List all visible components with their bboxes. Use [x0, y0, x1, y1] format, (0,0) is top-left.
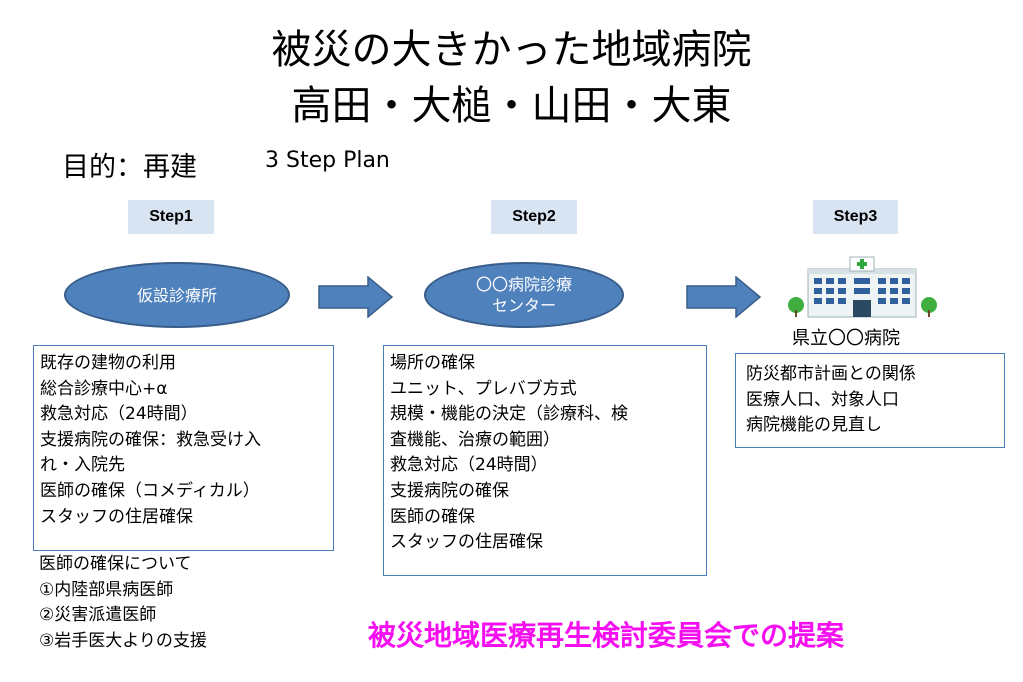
slide-title-line1: 被災の大きかった地域病院: [271, 27, 752, 73]
clinic-center-label-line1: 〇〇病院診療: [475, 275, 572, 294]
right-arrow-icon: [686, 276, 762, 318]
step2-details-box: 場所の確保 ユニット、プレバブ方式 規模・機能の決定（診療科、検 査機能、治療の…: [383, 345, 707, 576]
step1-detail-item: 支援病院の確保：救急受け入: [40, 429, 261, 450]
doctor-notes-item: ②災害派遣医師: [39, 605, 157, 626]
step1-detail-item: 医師の確保（コメディカル）: [40, 480, 260, 501]
clinic-center-ellipse: 〇〇病院診療 センター: [424, 262, 624, 328]
step1-detail-item: れ・入院先: [40, 455, 125, 476]
step2-detail-item: ユニット、プレバブ方式: [390, 378, 577, 399]
prefectural-hospital-label: 県立〇〇病院: [792, 328, 900, 349]
clinic-center-label-line2: センター: [491, 296, 556, 315]
step2-detail-item: 救急対応（24時間）: [390, 455, 548, 476]
doctor-notes-item: ①内陸部県病医師: [39, 579, 174, 600]
step1-detail-item: 既存の建物の利用: [40, 353, 176, 373]
step1-details-box: 既存の建物の利用 総合診療中心+α 救急対応（24時間） 支援病院の確保：救急受…: [33, 345, 334, 551]
temporary-clinic-ellipse: 仮設診療所: [64, 262, 290, 328]
purpose-text: 目的：再建: [62, 152, 197, 183]
step2-detail-item: スタッフの住居確保: [390, 532, 543, 553]
slide-title-line2: 高田・大槌・山田・大東: [291, 83, 732, 129]
step1-detail-item: 総合診療中心+α: [40, 378, 168, 399]
step2-detail-item: 規模・機能の決定（診療科、検: [390, 404, 628, 425]
doctor-notes-item: ③岩手医大よりの支援: [39, 630, 207, 651]
plan-text: 3 Step Plan: [265, 148, 390, 173]
step3-detail-item: 病院機能の見直し: [746, 415, 882, 436]
step1-detail-item: スタッフの住居確保: [40, 506, 193, 527]
step2-detail-item: 医師の確保: [390, 506, 475, 527]
doctor-notes: 医師の確保について ①内陸部県病医師 ②災害派遣医師 ③岩手医大よりの支援: [39, 552, 207, 654]
step2-detail-item: 支援病院の確保: [390, 480, 509, 501]
step2-detail-item: 査機能、治療の範囲）: [390, 429, 560, 450]
step2-label: Step2: [491, 200, 577, 234]
hospital-building-icon: [788, 256, 937, 318]
committee-proposal-text: 被災地域医療再生検討委員会での提案: [368, 619, 845, 652]
step3-detail-item: 医療人口、対象人口: [746, 389, 899, 410]
step2-detail-item: 場所の確保: [390, 353, 475, 373]
step3-detail-item: 防災都市計画との関係: [746, 364, 916, 384]
step1-detail-item: 救急対応（24時間）: [40, 404, 198, 425]
right-arrow-icon: [318, 276, 394, 318]
step3-label: Step3: [813, 200, 898, 234]
temporary-clinic-label: 仮設診療所: [136, 285, 217, 305]
doctor-notes-heading: 医師の確保について: [39, 554, 192, 574]
step3-details-box: 防災都市計画との関係 医療人口、対象人口 病院機能の見直し: [735, 353, 1005, 448]
step1-label: Step1: [128, 200, 214, 234]
